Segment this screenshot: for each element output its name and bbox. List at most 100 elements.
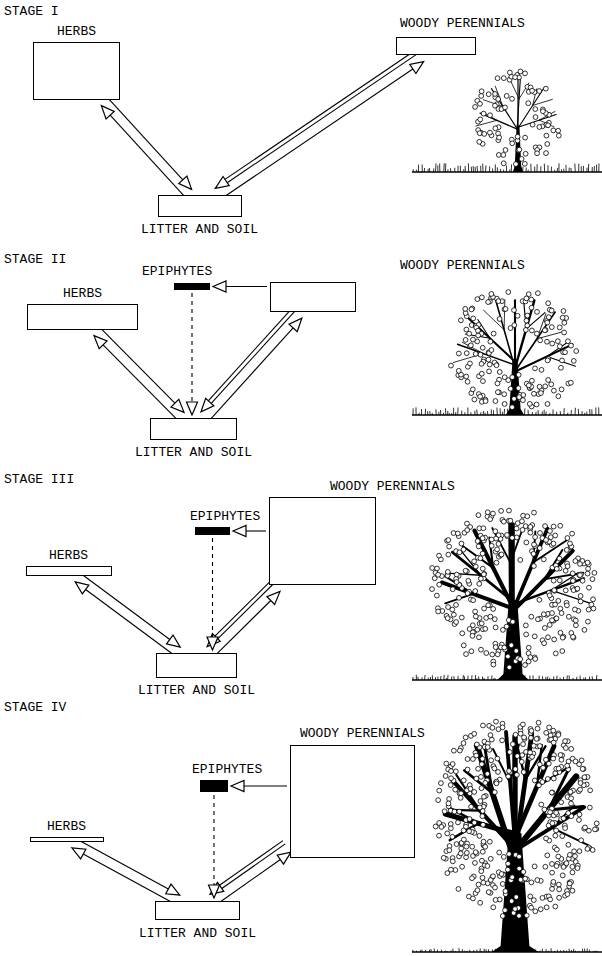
node-label: EPIPHYTES xyxy=(190,509,260,524)
leaf-circle xyxy=(554,864,559,869)
leaf-circle xyxy=(478,576,483,581)
leaf-circle xyxy=(478,117,483,122)
leaf-circle xyxy=(545,142,550,147)
leaf-circle xyxy=(454,842,459,847)
node-label: HERBS xyxy=(57,24,96,39)
grass-tick xyxy=(560,950,561,952)
grass-tick xyxy=(452,949,453,952)
compartment-box: LITTER AND SOIL xyxy=(135,418,253,460)
epiphyte-bar: EPIPHYTES xyxy=(142,264,213,290)
arrow-head xyxy=(101,106,114,119)
leaf-circle xyxy=(551,128,556,133)
node-label: LITTER AND SOIL xyxy=(135,445,252,460)
grass-tick xyxy=(476,678,477,680)
leaf-circle xyxy=(473,860,478,865)
leaf-circle xyxy=(469,307,474,312)
leaf-circle xyxy=(475,297,480,302)
leaf-circle xyxy=(480,875,485,880)
leaf-circle xyxy=(453,769,458,774)
leaf-circle xyxy=(542,625,547,630)
leaf-circle xyxy=(569,801,574,806)
leaf-circle xyxy=(573,559,578,564)
leaf-circle xyxy=(457,550,462,555)
grass-tick xyxy=(574,163,575,172)
arrow-shaft xyxy=(226,286,267,287)
arrow-head xyxy=(231,781,244,792)
grass-tick xyxy=(532,412,533,415)
grass-tick xyxy=(428,169,429,172)
leaf-circle xyxy=(544,836,549,841)
leaf-circle xyxy=(488,733,493,738)
connector-arrow xyxy=(217,852,291,904)
leaf-circle xyxy=(573,618,578,623)
grass-tick xyxy=(483,678,484,680)
grass-tick xyxy=(598,163,599,172)
leaf-circle xyxy=(544,133,549,138)
grass-tick xyxy=(453,408,454,415)
leaf-circle xyxy=(516,372,521,377)
leaf-circle xyxy=(529,297,534,302)
leaf-circle xyxy=(457,595,462,600)
leaf-circle xyxy=(568,541,573,546)
leaf-circle xyxy=(454,603,459,608)
leaf-circle xyxy=(453,787,458,792)
grass-tick xyxy=(569,949,570,952)
tree-branch xyxy=(517,734,531,836)
leaf-circle xyxy=(503,908,508,913)
leaf-circle xyxy=(529,905,534,910)
arrow-head xyxy=(209,885,220,898)
leaf-circle xyxy=(489,543,494,548)
leaf-circle xyxy=(514,895,519,900)
leaf-circle xyxy=(485,771,490,776)
leaf-circle xyxy=(559,365,564,370)
grass-tick xyxy=(573,678,574,680)
grass-tick xyxy=(480,948,481,952)
grass-tick xyxy=(578,409,579,415)
leaf-circle xyxy=(461,778,466,783)
grass-tick xyxy=(532,675,533,680)
leaf-circle xyxy=(587,585,592,590)
tree-illustration xyxy=(412,290,602,415)
grass-tick xyxy=(428,678,429,680)
grass-tick xyxy=(493,678,494,680)
arrow-shaft xyxy=(83,854,175,904)
grass-tick xyxy=(583,166,584,172)
leaf-circle xyxy=(446,605,451,610)
leaf-circle xyxy=(551,740,556,745)
leaf-circle xyxy=(553,771,558,776)
leaf-circle xyxy=(516,148,521,153)
grass-tick xyxy=(526,168,527,172)
leaf-circle xyxy=(577,849,582,854)
tree-twig xyxy=(547,356,575,366)
grass-tick xyxy=(596,165,597,172)
leaf-circle xyxy=(563,826,568,831)
tree-twig xyxy=(549,768,570,810)
leaf-circle xyxy=(475,627,480,632)
leaf-circle xyxy=(510,619,515,624)
leaf-circle xyxy=(510,875,515,880)
leaf-circle xyxy=(583,825,588,830)
leaf-circle xyxy=(505,533,510,538)
leaf-circle xyxy=(503,307,508,312)
grass-tick xyxy=(434,948,435,952)
leaf-circle xyxy=(449,867,454,872)
grass-tick xyxy=(542,676,543,680)
grass-tick xyxy=(581,166,582,172)
leaf-circle xyxy=(482,794,487,799)
arrow-shaft xyxy=(225,50,416,179)
leaf-circle xyxy=(436,798,441,803)
leaf-circle xyxy=(538,338,543,343)
leaf-circle xyxy=(486,890,491,895)
leaf-circle xyxy=(474,742,479,747)
leaf-circle xyxy=(570,531,575,536)
leaf-circle xyxy=(555,339,560,344)
leaf-circle xyxy=(458,851,463,856)
grass-tick xyxy=(527,170,528,172)
leaf-circle xyxy=(578,599,583,604)
leaf-circle xyxy=(439,825,444,830)
leaf-circle xyxy=(458,318,463,323)
grass-tick xyxy=(435,677,436,680)
leaf-circle xyxy=(493,885,498,890)
leaf-circle xyxy=(470,387,475,392)
leaf-circle xyxy=(483,844,488,849)
